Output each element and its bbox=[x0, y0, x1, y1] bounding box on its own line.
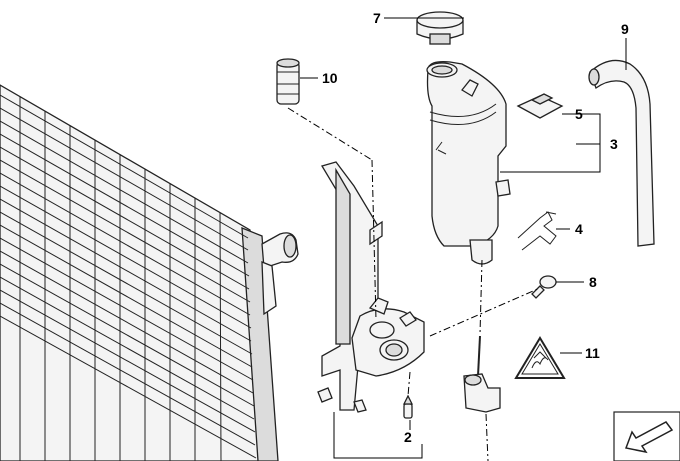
callout-8: 8 bbox=[589, 274, 597, 290]
callout-9: 9 bbox=[621, 21, 629, 37]
radiator bbox=[0, 84, 299, 461]
part-4-clip bbox=[517, 211, 557, 251]
callout-2: 2 bbox=[404, 429, 412, 445]
callout-7: 7 bbox=[373, 10, 381, 26]
part-9-hose bbox=[588, 59, 655, 247]
part-3-expansion-tank bbox=[426, 61, 511, 265]
part-7-cap bbox=[416, 11, 464, 45]
leader-lines bbox=[287, 17, 627, 461]
part-2-pin bbox=[402, 394, 414, 419]
callout-11: 11 bbox=[585, 345, 600, 361]
part-5-plate bbox=[516, 93, 564, 119]
hot-coolant-warning-icon bbox=[514, 336, 566, 379]
coolant-level-sensor bbox=[463, 335, 501, 413]
callout-4: 4 bbox=[575, 221, 583, 237]
level-sensor-housing bbox=[351, 297, 425, 377]
callout-3: 3 bbox=[610, 136, 618, 152]
callout-10: 10 bbox=[322, 70, 338, 86]
callout-5: 5 bbox=[575, 106, 583, 122]
part-8-bolt bbox=[531, 275, 557, 299]
arrow-down-left-icon[interactable] bbox=[613, 411, 680, 461]
part-10-plug bbox=[276, 58, 300, 105]
